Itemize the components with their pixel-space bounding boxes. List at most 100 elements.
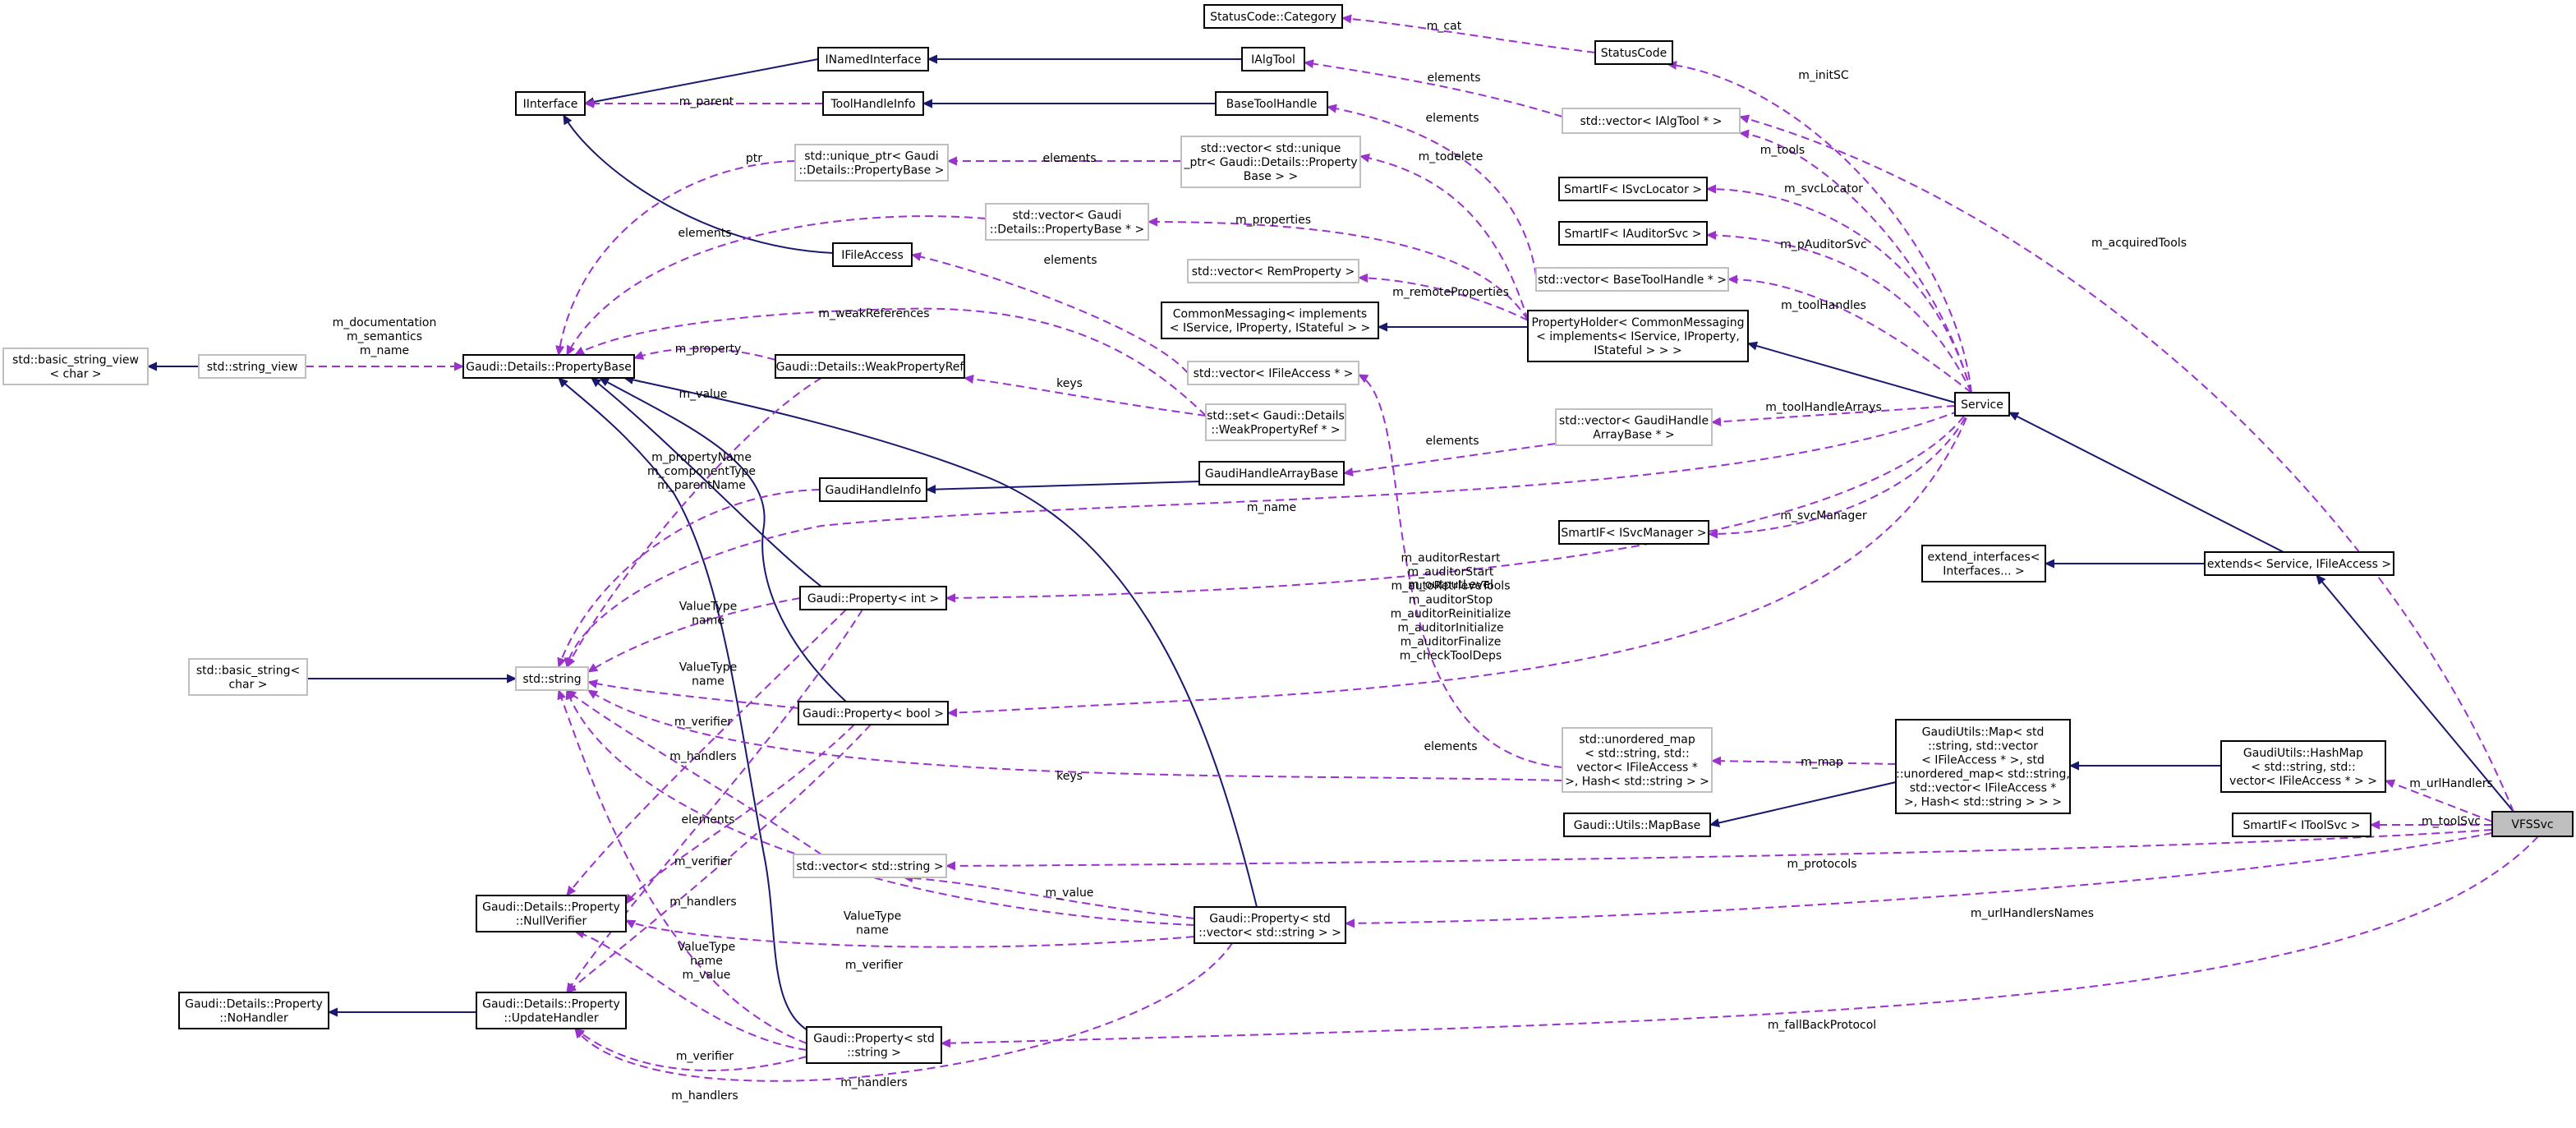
node-nullverifier[interactable]: Gaudi::Details::Property::NullVerifier — [476, 895, 627, 932]
edge-label-text: m_verifier — [676, 1050, 734, 1063]
edge-label-text: name — [692, 615, 724, 628]
node-commonmessaging[interactable]: CommonMessaging< implements< IService, I… — [1161, 302, 1379, 339]
edge-label-ptr: ptr — [746, 152, 762, 165]
edge-label-text: m_weakReferences — [818, 307, 929, 320]
edge-label-m-verifier-bool: m_verifier — [674, 855, 733, 868]
usage-edge-vfssvc-to-property_string — [941, 836, 2539, 1043]
node-iinterface[interactable]: IInterface — [515, 91, 586, 116]
node-smartif-isvclocator[interactable]: SmartIF< ISvcLocator > — [1558, 177, 1708, 201]
node-label: SmartIF< IToolSvc > — [2242, 819, 2360, 832]
node-label: ::Details::PropertyBase > — [799, 164, 945, 177]
edge-label-text: elements — [1424, 740, 1477, 753]
edge-label-text: m_parentName — [657, 479, 746, 492]
node-propertyholder[interactable]: PropertyHolder< CommonMessaging< impleme… — [1527, 310, 1749, 362]
node-std-string[interactable]: std::string — [515, 666, 589, 691]
node-label: ::Details::PropertyBase * > — [990, 223, 1144, 237]
edge-label-text: m_handlers — [669, 750, 736, 763]
usage-edge-service-to-vector_ialgtool — [1740, 133, 1972, 394]
node-label: < std::string, std:: — [2251, 761, 2355, 774]
node-gaudihandleinfo[interactable]: GaudiHandleInfo — [819, 477, 927, 502]
node-statuscode-category[interactable]: StatusCode::Category — [1203, 4, 1343, 29]
node-basic-string[interactable]: std::basic_string<char > — [188, 658, 308, 696]
node-label: Service — [1961, 398, 2003, 412]
node-label: GaudiUtils::HashMap — [2243, 747, 2363, 760]
usage-edge-vector_gaudihandlearraybase-to-gaudihandlearraybase — [1344, 443, 1557, 473]
node-gaudihandlearraybase[interactable]: GaudiHandleArrayBase — [1198, 461, 1345, 486]
node-label: INamedInterface — [826, 53, 922, 67]
node-property-int[interactable]: Gaudi::Property< int > — [799, 586, 947, 610]
node-ialgtool[interactable]: IAlgTool — [1241, 47, 1305, 71]
usage-edge-property_int-to-nullverifier — [566, 609, 847, 895]
node-unordered-map[interactable]: std::unordered_map< std::string, std::ve… — [1562, 727, 1713, 793]
node-set-weakpropertyref[interactable]: std::set< Gaudi::Details::WeakPropertyRe… — [1205, 403, 1346, 441]
node-vector-remproperty[interactable]: std::vector< RemProperty > — [1187, 259, 1359, 283]
usage-edge-gaudiutils_hashmap-to-vfssvc — [2385, 780, 2493, 822]
node-toolhandleinfo[interactable]: ToolHandleInfo — [822, 91, 924, 116]
node-vector-unique-ptr[interactable]: std::vector< std::unique_ptr< Gaudi::Det… — [1180, 136, 1361, 188]
edge-label-m-remoteproperties: m_remoteProperties — [1392, 286, 1509, 299]
edge-label-text: m_value — [1046, 886, 1094, 900]
edge-label-text: elements — [678, 227, 731, 240]
node-string-view[interactable]: std::string_view — [198, 354, 306, 379]
node-gaudiutils-map[interactable]: GaudiUtils::Map< std::string, std::vecto… — [1895, 719, 2071, 814]
node-label: IStateful > > > — [1594, 344, 1681, 357]
usage-edge-property_int-to-updatehandler — [566, 609, 863, 992]
node-vector-string[interactable]: std::vector< std::string > — [793, 854, 947, 878]
edge-label-text: name — [692, 675, 724, 688]
usage-edge-service-to-statuscode — [1668, 64, 1972, 394]
node-label: IAlgTool — [1251, 53, 1295, 67]
node-smartif-itoolsvc[interactable]: SmartIF< IToolSvc > — [2232, 813, 2371, 837]
node-vector-ialgtool[interactable]: std::vector< IAlgTool * > — [1562, 108, 1741, 134]
edge-label-m-handlers-int: m_handlers — [669, 750, 736, 763]
node-inamedinterface[interactable]: INamedInterface — [817, 47, 929, 71]
node-label: std::string — [522, 673, 581, 686]
edge-label-m-handlers-bool: m_handlers — [669, 895, 736, 909]
usage-edge-vfssvc-to-vector_string — [946, 829, 2493, 866]
node-label: Gaudi::Property< bool > — [803, 707, 944, 721]
edges-layer — [148, 18, 2539, 1082]
node-label: std::unique_ptr< Gaudi — [804, 150, 939, 163]
node-service[interactable]: Service — [1954, 392, 2010, 417]
node-gaudiutils-hashmap[interactable]: GaudiUtils::HashMap< std::string, std::v… — [2220, 740, 2386, 793]
node-extend-interfaces[interactable]: extend_interfaces<Interfaces... > — [1921, 545, 2046, 582]
edge-label-elements-vecstring: elements — [681, 813, 734, 826]
node-vector-gaudihandlearraybase[interactable]: std::vector< GaudiHandleArrayBase * > — [1555, 408, 1713, 446]
usage-edge-unique_ptr_pb-to-propertybase — [559, 160, 796, 355]
node-basic-string-view[interactable]: std::basic_string_view< char > — [2, 348, 149, 385]
node-statuscode[interactable]: StatusCode — [1594, 40, 1673, 65]
edge-label-m-outputlevel: m_outputLevel — [1408, 578, 1493, 592]
node-label: std::vector< std::string > — [796, 860, 943, 873]
edge-label-m-toolhandlearrays: m_toolHandleArrays — [1765, 401, 1882, 414]
node-ifileaccess[interactable]: IFileAccess — [832, 242, 913, 267]
node-basetoolhandle[interactable]: BaseToolHandle — [1215, 91, 1328, 116]
node-smartif-isvcmanager[interactable]: SmartIF< ISvcManager > — [1558, 520, 1709, 545]
node-nohandler[interactable]: Gaudi::Details::Property::NoHandler — [178, 992, 329, 1029]
node-property-bool[interactable]: Gaudi::Property< bool > — [798, 701, 949, 725]
node-gaudi-utils-mapbase[interactable]: Gaudi::Utils::MapBase — [1563, 813, 1711, 837]
usage-edge-vector_string-to-std_string — [567, 689, 822, 855]
node-updatehandler[interactable]: Gaudi::Details::Property::UpdateHandler — [476, 992, 627, 1029]
node-vector-basetoolhandle[interactable]: std::vector< BaseToolHandle * > — [1535, 267, 1729, 292]
node-extends-service[interactable]: extends< Service, IFileAccess > — [2204, 551, 2394, 576]
node-weakpropertyref[interactable]: Gaudi::Details::WeakPropertyRef — [775, 354, 965, 379]
inheritance-edge-property_bool-to-propertybase — [600, 377, 847, 702]
node-vector-ifileaccess[interactable]: std::vector< IFileAccess * > — [1187, 361, 1359, 385]
node-label: PropertyHolder< CommonMessaging — [1531, 316, 1744, 329]
node-property-string[interactable]: Gaudi::Property< std::string > — [806, 1026, 942, 1064]
usage-edge-property_string-to-updatehandler — [575, 1028, 807, 1071]
node-unique-ptr-pb[interactable]: std::unique_ptr< Gaudi::Details::Propert… — [794, 144, 949, 182]
usage-edge-property_string-to-nullverifier — [575, 932, 807, 1051]
node-propertybase[interactable]: Gaudi::Details::PropertyBase — [462, 354, 635, 379]
edge-label-text: elements — [1427, 71, 1480, 85]
edge-label-text: elements — [1425, 435, 1479, 448]
node-vfssvc[interactable]: VFSSvc — [2491, 811, 2574, 837]
node-vector-pb-ptr[interactable]: std::vector< Gaudi::Details::PropertyBas… — [985, 203, 1149, 241]
node-smartif-iauditorsvc[interactable]: SmartIF< IAuditorSvc > — [1558, 221, 1708, 246]
edge-label-m-value-vec: m_value — [1046, 886, 1094, 900]
edge-label-text: elements — [681, 813, 734, 826]
inheritance-edge-property_int-to-propertybase — [591, 377, 822, 587]
edge-label-text: ValueType — [679, 661, 738, 674]
node-property-vector-string[interactable]: Gaudi::Property< std::vector< std::strin… — [1194, 906, 1346, 944]
